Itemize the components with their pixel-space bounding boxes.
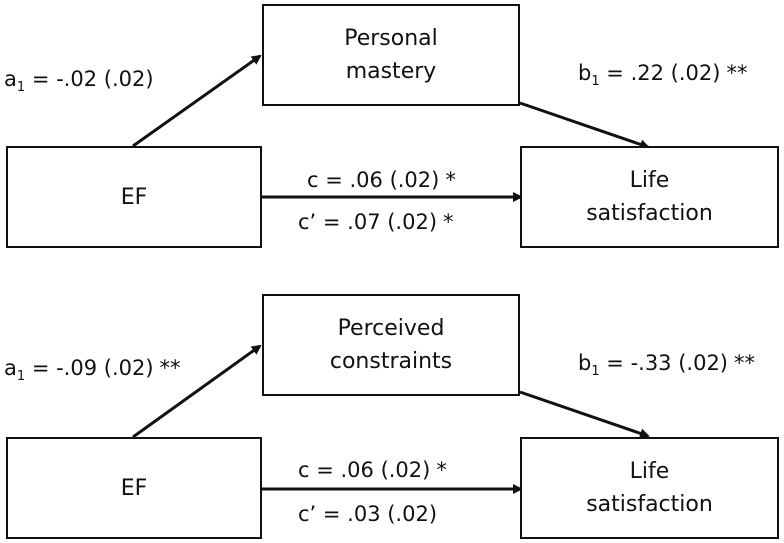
a-symbol-2: a (4, 356, 17, 380)
a-path-arrow-1 (132, 54, 262, 148)
outcome-box-1: Life satisfaction (520, 146, 779, 248)
mediator-label-1: Personal mastery (344, 26, 438, 84)
b-path-arrow-2 (519, 390, 650, 439)
b-symbol-1: b (578, 61, 592, 85)
mediator-box-2: Perceived constraints (262, 294, 520, 396)
predictor-label-1: EF (120, 184, 148, 210)
a-path-arrow-2 (132, 344, 262, 439)
c-prime-path-coef-2: c’ = .03 (.02) (298, 501, 443, 527)
c-stars-2: * (436, 458, 447, 482)
b-stars-1: ** (726, 61, 748, 85)
b-symbol-2: b (578, 351, 592, 375)
c-stars-1: * (445, 168, 456, 192)
a-stars-2: ** (159, 356, 181, 380)
c-prime-stars-1: * (443, 210, 454, 234)
c-value-2: c = .06 (.02) (298, 458, 431, 482)
c-prime-path-coef-1: c’ = .07 (.02)* (298, 209, 454, 235)
predictor-box-1: EF (6, 146, 262, 248)
c-prime-value-2: c’ = .03 (.02) (298, 502, 438, 526)
b-path-arrow-1 (519, 101, 650, 150)
outcome-label-1: Life satisfaction (586, 168, 713, 226)
mediator-box-1: Personal mastery (262, 4, 520, 106)
b-value-2: = -.33 (.02) (599, 351, 729, 375)
c-path-coef-2: c = .06 (.02)* (298, 457, 447, 483)
a-subscript-2: 1 (16, 369, 26, 384)
predictor-label-2: EF (120, 475, 148, 501)
c-path-coef-1: c = .06 (.02)* (307, 167, 456, 193)
mediator-label-2: Perceived constraints (329, 316, 453, 374)
c-value-1: c = .06 (.02) (307, 168, 440, 192)
a-subscript-1: 1 (16, 80, 26, 95)
b-subscript-2: 1 (591, 364, 600, 379)
b-stars-2: ** (734, 351, 756, 375)
outcome-label-2: Life satisfaction (586, 459, 713, 517)
c-prime-value-1: c’ = .07 (.02) (298, 210, 438, 234)
a-path-coef-1: a1 = -.02 (.02) (4, 66, 160, 95)
a-value-2: = -.09 (.02) (25, 356, 154, 380)
b-subscript-1: 1 (591, 74, 600, 89)
b-value-1: = .22 (.02) (599, 61, 721, 85)
a-path-coef-2: a1 = -.09 (.02)** (4, 355, 181, 384)
outcome-box-2: Life satisfaction (520, 437, 779, 539)
b-path-coef-1: b1 = .22 (.02)** (578, 60, 748, 89)
a-symbol-1: a (4, 67, 17, 91)
predictor-box-2: EF (6, 437, 262, 539)
b-path-coef-2: b1 = -.33 (.02)** (578, 350, 756, 379)
a-value-1: = -.02 (.02) (25, 67, 154, 91)
